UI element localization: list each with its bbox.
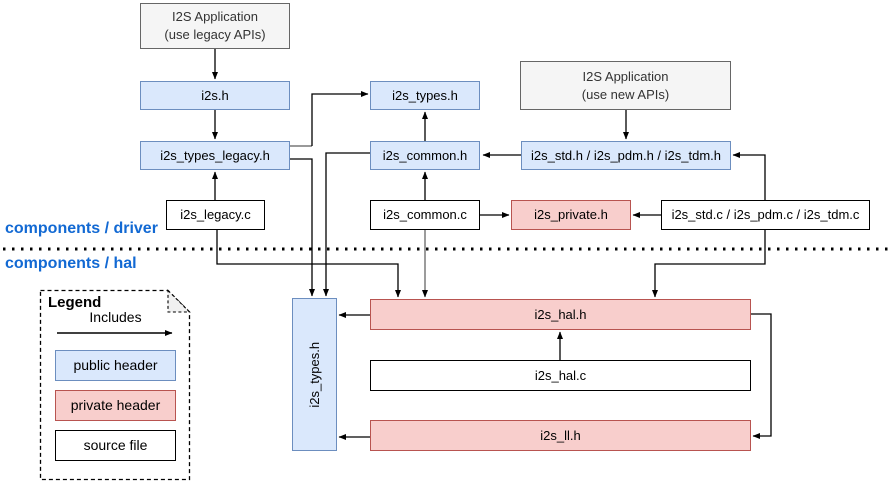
node-i2s-common-h: i2s_common.h [370,141,480,170]
layer-label-driver: components / driver [5,220,158,237]
node-app-legacy-line1: I2S Application [171,9,258,25]
edge-i2s-hal-h-to-i2s-ll-h [751,313,772,439]
legend-dogear-corner [167,289,191,313]
node-i2s-std-headers: i2s_std.h / i2s_pdm.h / i2s_tdm.h [521,141,731,170]
node-app-legacy: I2S Application (use legacy APIs) [140,3,290,49]
edge-i2s-legacy-c-to-i2s-hal-h [216,230,401,298]
edge-i2s-std-c-to-i2s-std-h [732,152,766,200]
layer-label-hal: components / hal [5,255,137,272]
edge-i2s-types-legacy-h-to-i2s-types-h [311,91,369,146]
node-i2s-legacy-c: i2s_legacy.c [166,200,265,230]
node-i2s-std-sources: i2s_std.c / i2s_pdm.c / i2s_tdm.c [661,200,870,230]
node-i2s-types-h-hal-label: i2s_types.h [306,341,322,408]
edge-i2s-types-legacy-h-to-hal-i2s-types-h [290,158,315,297]
node-i2s-types-legacy-h: i2s_types_legacy.h [140,141,290,170]
node-app-new-line2: (use new APIs) [581,86,670,102]
node-app-legacy-line2: (use legacy APIs) [164,27,266,42]
node-i2s-ll-h: i2s_ll.h [370,420,751,451]
node-i2s-hal-h: i2s_hal.h [370,299,751,330]
node-i2s-private-h: i2s_private.h [511,200,631,230]
legend-item-private-header: private header [55,390,176,421]
node-app-new-line1: I2S Application [582,68,669,84]
node-i2s-h: i2s.h [140,81,290,110]
node-app-new: I2S Application (use new APIs) [520,61,731,110]
legend-title: Legend [48,294,102,311]
node-i2s-hal-c: i2s_hal.c [370,360,751,391]
node-i2s-types-h-driver: i2s_types.h [370,81,480,110]
node-i2s-types-h-hal: i2s_types.h [292,298,337,451]
edge-i2s-common-h-to-hal-i2s-types-h [323,152,370,297]
node-i2s-common-c: i2s_common.c [370,200,480,230]
edge-i2s-std-c-to-i2s-hal-h [652,230,766,298]
legend-includes-label: Includes [89,309,142,325]
legend-item-public-header: public header [55,350,176,381]
legend-item-source-file: source file [55,430,176,461]
